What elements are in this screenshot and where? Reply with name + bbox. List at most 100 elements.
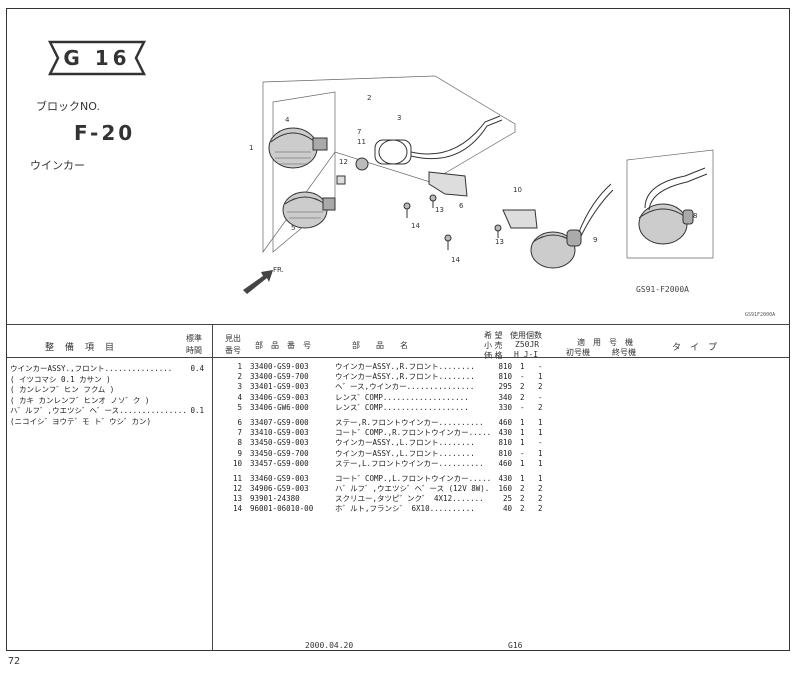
- part-number: 33407-GS9-000: [250, 417, 309, 427]
- front-winker-lamp-upper: [268, 127, 328, 169]
- callout-number: 14: [451, 256, 460, 264]
- callout-number: 3: [397, 114, 401, 122]
- section-divider: [6, 324, 790, 325]
- part-ref-no: 2: [237, 372, 242, 382]
- section-badge-frame: [48, 40, 146, 76]
- part-ref-no: 14: [232, 504, 242, 514]
- stay-left: [502, 209, 538, 229]
- parts-col-qty-cols: H J-I: [514, 350, 539, 359]
- front-direction-arrow: FR.: [243, 266, 284, 294]
- part-name: ホ゛ルト,フランシ゛ 6X10..........: [335, 504, 475, 514]
- part-ref-no: 10: [232, 458, 242, 468]
- parts-col-part-name: 部 品 名: [352, 341, 408, 350]
- callout-number: 13: [435, 206, 444, 214]
- callout-number: 1: [249, 144, 253, 152]
- parts-col-model-title: 適 用 号 機: [577, 338, 633, 347]
- part-qty-j: 1: [538, 372, 543, 382]
- page-frame: [6, 8, 790, 651]
- part-number: 33460-GS9-003: [250, 473, 309, 483]
- part-number: 33450-GS9-003: [250, 438, 309, 448]
- part-qty-j: 1: [538, 417, 543, 427]
- part-name: ステー,L.フロントウインカー..........: [335, 458, 484, 468]
- part-name: ヘ゛ース,ウインカー...............: [335, 382, 475, 392]
- part-qty-h: -: [520, 372, 525, 382]
- part-name: ウインカーASSY.,R.フロント........: [335, 362, 475, 371]
- part-qty-j: 2: [538, 402, 543, 412]
- part-number: 33457-GS9-000: [250, 458, 309, 468]
- part-number: 34906-GS9-003: [250, 484, 309, 494]
- part-price: 430: [498, 473, 512, 483]
- part-qty-h: 1: [520, 362, 525, 371]
- maintenance-hours: 0.1: [190, 406, 204, 416]
- callout-number: 9: [593, 236, 597, 244]
- screw-parts: [403, 194, 502, 250]
- part-price: 40: [502, 504, 512, 514]
- maintenance-row: (ニコイシ゛ヨウテ゛モ ト゛ウシ゛カン): [10, 417, 210, 428]
- part-number: 33400-GS9-700: [250, 372, 309, 382]
- part-ref-no: 8: [237, 438, 242, 448]
- part-name: レンス゛COMP...................: [335, 402, 469, 412]
- maintenance-col-item: 整 備 項 目: [45, 343, 116, 353]
- part-price: 810: [498, 362, 512, 371]
- callout-number: 2: [367, 94, 371, 102]
- parts-col-ref-l1: 見出: [225, 334, 241, 343]
- part-number: 33401-GS9-003: [250, 382, 309, 392]
- callout-number: 13: [495, 238, 504, 246]
- callout-number: 8: [693, 212, 697, 220]
- maintenance-item: ( カンレンフ゛ヒン フクム ): [10, 385, 115, 395]
- part-qty-j: 2: [538, 484, 543, 494]
- maintenance-item: (ニコイシ゛ヨウテ゛モ ト゛ウシ゛カン): [10, 416, 152, 426]
- part-price: 460: [498, 417, 512, 427]
- part-ref-no: 12: [232, 484, 242, 494]
- part-qty-h: -: [520, 448, 525, 458]
- part-ref-no: 9: [237, 448, 242, 458]
- parts-col-part-no: 部 品 番 号: [255, 341, 311, 350]
- part-qty-h: 2: [520, 382, 525, 392]
- section-badge: G 16: [63, 46, 131, 70]
- maintenance-item: ウインカーASSY.,フロント...............: [10, 364, 173, 373]
- maintenance-list: ウインカーASSY.,フロント...............0.4( イツコマシ…: [10, 364, 210, 428]
- part-number: 33450-GS9-700: [250, 448, 309, 458]
- part-qty-j: -: [538, 438, 543, 448]
- part-price: 330: [498, 402, 512, 412]
- part-name: ウインカーASSY.,L.フロント........: [335, 448, 475, 458]
- maintenance-row: ( カキ カンレンフ゛ヒンオ ノソ゛ク ): [10, 396, 210, 407]
- block-code: F-20: [74, 121, 136, 145]
- callout-number: 6: [459, 202, 464, 210]
- callout-number: 12: [339, 158, 348, 166]
- part-price: 160: [498, 484, 512, 494]
- maintenance-col-time-l2: 時間: [186, 346, 202, 355]
- group-outline-left: [626, 149, 714, 259]
- part-name: コート゛COMP.,L.フロントウインカー.....: [335, 473, 492, 483]
- parts-col-price-l3: 価 格: [484, 351, 503, 360]
- front-winker-lamp-lower: [282, 191, 336, 229]
- part-qty-h: 1: [520, 473, 525, 483]
- part-ref-no: 4: [237, 392, 242, 402]
- part-qty-j: -: [538, 362, 543, 371]
- part-price: 810: [498, 438, 512, 448]
- part-qty-h: -: [520, 402, 525, 412]
- part-qty-h: 2: [520, 392, 525, 402]
- parts-col-model-last: 終号機: [612, 348, 636, 357]
- maintenance-row: ( カンレンフ゛ヒン フクム ): [10, 385, 210, 396]
- part-name: ウインカーASSY.,L.フロント........: [335, 438, 475, 448]
- part-qty-h: 2: [520, 504, 525, 514]
- svg-text:FR.: FR.: [273, 266, 284, 274]
- table-header-divider: [6, 357, 790, 358]
- part-name: コート゛COMP.,R.フロントウインカー.....: [335, 428, 492, 438]
- part-price: 430: [498, 428, 512, 438]
- winker-base: [374, 115, 503, 165]
- block-label: ブロックNO.: [36, 100, 100, 113]
- part-ref-no: 1: [237, 362, 242, 371]
- parts-col-price-l2: 小 売: [484, 341, 503, 350]
- maintenance-col-time-l1: 標準: [186, 334, 202, 343]
- callout-number: 10: [513, 186, 522, 194]
- maintenance-row: ハ゛ルフ゛,ウエツシ゛ヘ゛ース...............0.1: [10, 406, 210, 417]
- callout-number: 11: [357, 138, 366, 146]
- part-number: 96001-06010-00: [250, 504, 314, 514]
- part-ref-no: 5: [237, 402, 242, 412]
- footer-code: G16: [508, 641, 523, 650]
- part-name: レンス゛COMP...................: [335, 392, 469, 402]
- parts-col-type: タ イ プ: [672, 343, 718, 353]
